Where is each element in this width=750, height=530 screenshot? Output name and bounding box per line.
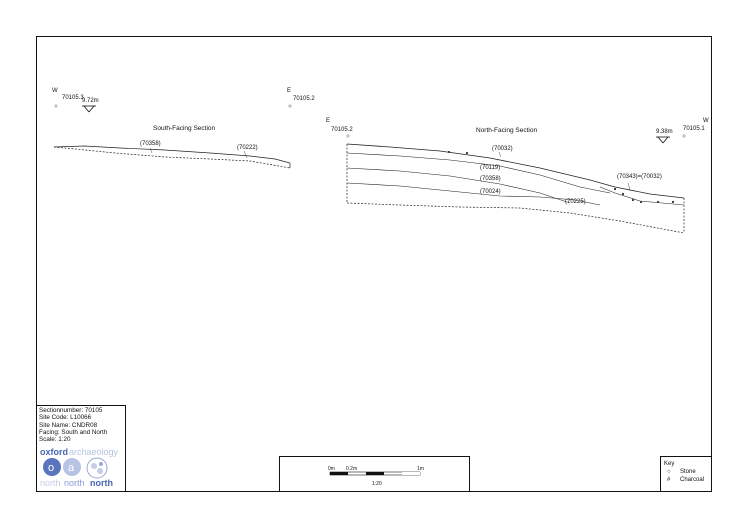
drawing-scale: Scale: 1:20 (39, 436, 71, 444)
south-datum-left: 70105.3 (62, 95, 84, 101)
key-item-label: Stone (680, 469, 696, 475)
north-orientation-right: W (703, 118, 709, 124)
south-orientation-left: W (52, 88, 58, 94)
north-context-label: (70343)=(70032) (617, 174, 662, 180)
datum-marker-north-left (346, 134, 350, 138)
north-context-label: (70358) (480, 176, 501, 182)
level-marker-north (656, 136, 670, 144)
south-orientation-right: E (287, 88, 292, 94)
scale-bar-box: 0m 0.2m 1m 1:20 (279, 456, 470, 492)
north-section-title: North-Facing Section (476, 127, 538, 134)
logo-archaeology-text: archaeology (69, 447, 119, 457)
south-section-title: South-Facing Section (153, 125, 216, 132)
north-context-label: (70119) (480, 165, 501, 171)
scale-label-start: 0m (328, 466, 335, 472)
stone-inclusions (448, 151, 674, 203)
north-context-label: (70024) (480, 189, 501, 195)
svg-text:a: a (68, 462, 75, 474)
logo-north-text: north (40, 478, 61, 488)
facing: Facing: South and North (39, 428, 108, 436)
scale-label-mid: 0.2m (346, 466, 358, 472)
logo-north-text: north (64, 478, 85, 488)
site-name: Site Name: CNDR08 (39, 421, 98, 429)
scale-label-end: 1m (417, 466, 424, 472)
site-code: Site Code: L10066 (39, 414, 92, 422)
datum-marker-south-left (54, 104, 58, 108)
north-orientation-left: E (326, 118, 331, 124)
scale-bar-graphic (329, 471, 421, 476)
svg-text:o: o (48, 462, 54, 474)
north-datum-left: 70105.2 (331, 127, 353, 133)
north-context-label: (70032) (492, 146, 513, 152)
oxford-archaeology-north-logo: oxford archaeology o a north north north (39, 446, 124, 490)
key-item-label: Charcoal (680, 477, 705, 483)
south-datum-right: 70105.2 (293, 96, 315, 102)
key-title: Key (664, 461, 675, 467)
key-item: # Charcoal (664, 476, 708, 484)
key-item: ○ Stone (664, 468, 708, 476)
logo-oxford-text: oxford (40, 447, 68, 457)
logo-north-text: north (90, 478, 113, 488)
north-section-profile (346, 143, 685, 234)
south-context-label: (70358) (140, 141, 161, 147)
datum-marker-north-right (682, 134, 686, 138)
south-section-profile (53, 145, 291, 169)
level-marker-south (82, 105, 96, 113)
south-context-label: (70222) (237, 145, 258, 151)
charcoal-icon: # (667, 477, 671, 483)
scale-ratio: 1:20 (372, 481, 382, 487)
section-info-box: Sectionnumber: 70105 Site Code: L10066 S… (36, 405, 126, 492)
logo-emblem-icon: o a (43, 457, 108, 479)
north-context-label: (70225) (565, 199, 586, 205)
stone-icon: ○ (667, 469, 671, 475)
south-level: 9.72m (82, 98, 99, 104)
north-datum-right: 70105.1 (683, 126, 705, 132)
section-number: Sectionnumber: 70105 (39, 407, 103, 414)
datum-marker-south-right (288, 104, 292, 108)
key-legend: Key ○ Stone # Charcoal (660, 456, 712, 492)
north-level: 9.38m (656, 129, 673, 135)
